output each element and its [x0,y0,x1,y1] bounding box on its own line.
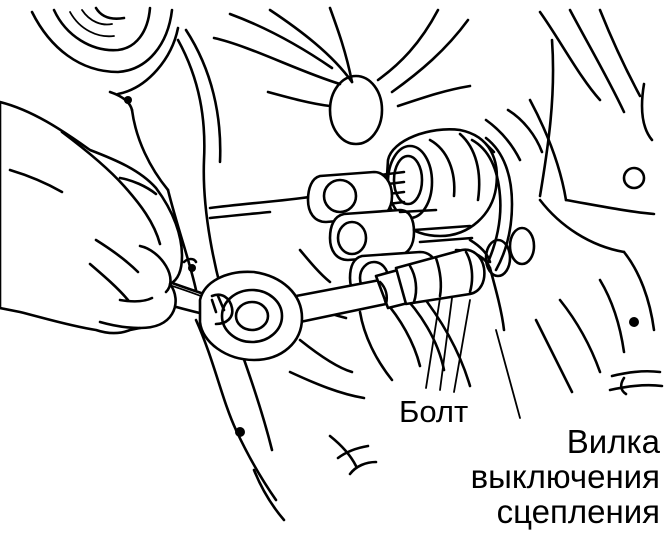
clutch-fork-label: Вилка выключения сцепления [471,424,660,529]
hand [0,102,182,333]
bolt-label: Болт [399,394,469,429]
leader-lines [426,298,520,418]
clutch-fork-label-line1: Вилка [566,423,660,460]
clutch-fork-label-line2: выключения [470,458,660,495]
bell-housing-edge [110,30,284,520]
flywheel-fragment [32,8,178,94]
transmission-casing [486,10,662,394]
clutch-fork-label-line3: сцепления [496,493,660,530]
